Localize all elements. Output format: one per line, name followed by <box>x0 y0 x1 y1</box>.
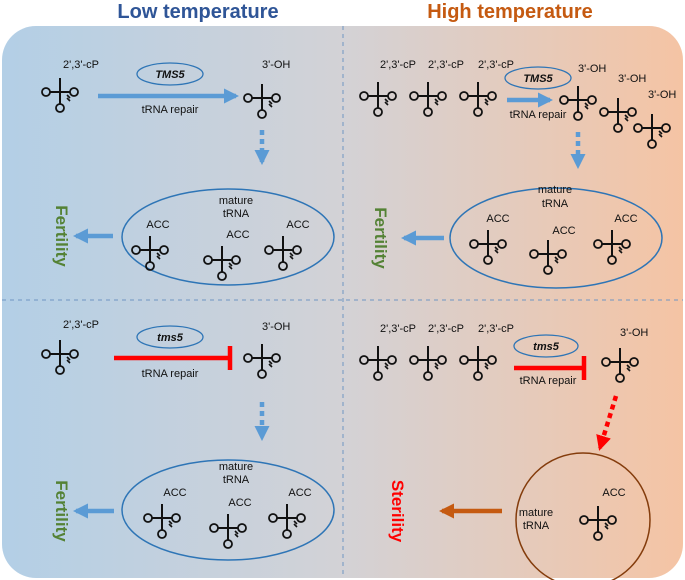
trna-label: tRNA <box>223 474 250 486</box>
repair-label: tRNA repair <box>520 375 577 387</box>
tms5-mutant-gene-ellipse <box>136 325 204 349</box>
acc-label: ACC <box>226 229 249 241</box>
mature-label: mature <box>519 507 553 519</box>
oh-label: 3'-OH <box>618 73 646 85</box>
repair-label: tRNA repair <box>142 104 199 116</box>
cp-label: 2',3'-cP <box>428 323 464 335</box>
header-low-temperature: Low temperature <box>117 1 278 23</box>
acc-label: ACC <box>146 219 169 231</box>
acc-label: ACC <box>288 487 311 499</box>
tms5-gene-label: TMS5 <box>155 69 185 81</box>
fertility-label: Fertility <box>371 207 390 269</box>
oh-label: 3'-OH <box>262 59 290 71</box>
trna-label: tRNA <box>223 208 250 220</box>
tms5-mutant-gene-ellipse <box>513 334 579 358</box>
mature-label: mature <box>219 461 253 473</box>
mature-trna-ellipse <box>121 188 335 286</box>
tms5-gene-label: TMS5 <box>523 73 553 85</box>
cp-label: 2',3'-cP <box>63 59 99 71</box>
oh-label: 3'-OH <box>620 327 648 339</box>
fertility-label: Fertility <box>52 205 71 267</box>
trna-label: tRNA <box>542 198 569 210</box>
cp-label: 2',3'-cP <box>380 59 416 71</box>
acc-label: ACC <box>552 225 575 237</box>
acc-label: ACC <box>286 219 309 231</box>
panel-high-temperature-tms5-mutant: 2',3'-cP 2',3'-cP 2',3'-cP tms5 tRNA rep… <box>359 323 651 580</box>
oh-label: 3'-OH <box>578 63 606 75</box>
blocked-maturation-arrow <box>596 395 619 451</box>
oh-label: 3'-OH <box>648 89 676 101</box>
mature-trna-ellipse <box>449 187 663 289</box>
mature-trna-circle <box>515 452 651 580</box>
panel-low-temperature-tms5-mutant: 2',3'-cP tms5 tRNA repair 3'-OH mature t… <box>41 319 335 561</box>
header-high-temperature: High temperature <box>427 1 593 23</box>
acc-label: ACC <box>486 213 509 225</box>
sterility-label: Sterility <box>388 480 407 543</box>
panel-low-temperature-tms5: 2',3'-cP TMS5 tRNA repair 3'-OH mature t… <box>41 59 335 286</box>
fertility-label: Fertility <box>52 480 71 542</box>
acc-label: ACC <box>602 487 625 499</box>
cp-label: 2',3'-cP <box>428 59 464 71</box>
tms5-mutant-gene-label: tms5 <box>533 341 560 353</box>
cp-label: 2',3'-cP <box>478 59 514 71</box>
acc-label: ACC <box>163 487 186 499</box>
acc-label: ACC <box>614 213 637 225</box>
repair-label: tRNA repair <box>510 109 567 121</box>
repair-label: tRNA repair <box>142 368 199 380</box>
trna-label: tRNA <box>523 520 550 532</box>
mature-label: mature <box>538 184 572 196</box>
cp-label: 2',3'-cP <box>63 319 99 331</box>
tms5-mutant-gene-label: tms5 <box>157 332 184 344</box>
mature-trna-ellipse <box>121 459 335 561</box>
panel-high-temperature-tms5: 2',3'-cP 2',3'-cP 2',3'-cP TMS5 tRNA rep… <box>359 59 676 289</box>
oh-label: 3'-OH <box>262 321 290 333</box>
tms5-gene-ellipse <box>504 66 572 90</box>
mature-label: mature <box>219 195 253 207</box>
cp-label: 2',3'-cP <box>380 323 416 335</box>
cp-label: 2',3'-cP <box>478 323 514 335</box>
acc-label: ACC <box>228 497 251 509</box>
tms5-gene-ellipse <box>136 62 204 86</box>
